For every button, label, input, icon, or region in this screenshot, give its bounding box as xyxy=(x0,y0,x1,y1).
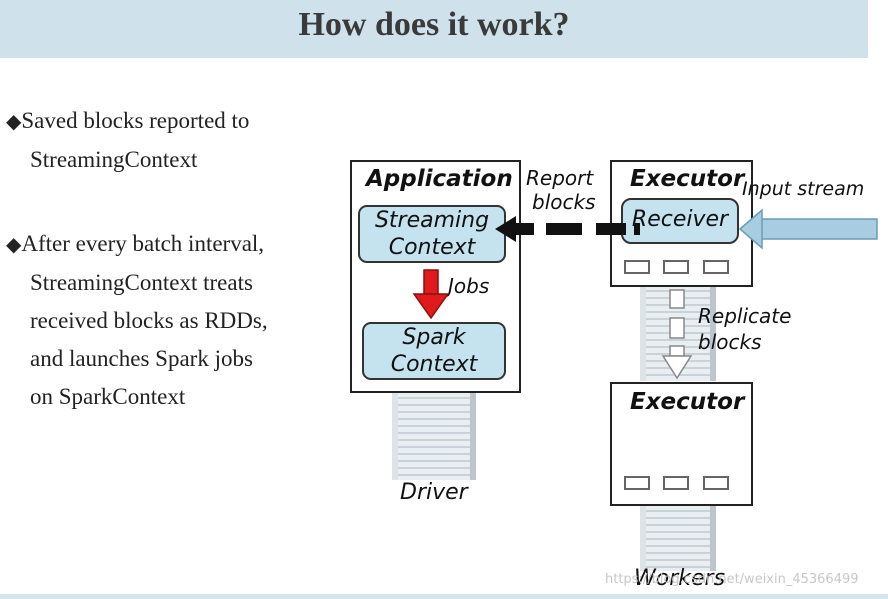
bullet-2-line-2: StreamingContext treats xyxy=(30,270,253,295)
workers-label: Workers xyxy=(634,566,726,591)
title-bar xyxy=(0,0,868,58)
block-slot xyxy=(624,260,650,274)
report-blocks-label-1: Report xyxy=(526,166,594,190)
watermark: https://blog.csdn.net/weixin_45366499 xyxy=(605,572,859,587)
block-slot xyxy=(703,476,729,490)
diamond-bullet-icon: ◆ xyxy=(6,111,22,133)
diamond-bullet-icon: ◆ xyxy=(6,234,22,256)
report-blocks-arrow xyxy=(495,216,640,242)
block-slot xyxy=(703,260,729,274)
driver-label: Driver xyxy=(400,480,468,505)
application-title: Application xyxy=(366,166,513,192)
input-stream-arrow xyxy=(738,208,878,250)
bullet-1-line-2: StreamingContext xyxy=(30,147,198,172)
replicate-blocks-arrow xyxy=(661,289,693,380)
bullet-2-line-3: received blocks as RDDs, xyxy=(30,308,268,333)
streaming-context-line-1: Streaming xyxy=(374,208,490,233)
executor-top-title: Executor xyxy=(630,166,745,192)
spark-context-line-2: Context xyxy=(390,352,478,377)
block-slot xyxy=(663,260,689,274)
spark-context-box: Spark Context xyxy=(362,322,506,380)
spark-context-line-1: Spark xyxy=(402,325,466,350)
streaming-context-box: Streaming Context xyxy=(358,205,506,263)
block-slot xyxy=(663,476,689,490)
executor-bottom-title: Executor xyxy=(630,389,745,415)
jobs-label: Jobs xyxy=(448,274,490,298)
bottom-border xyxy=(0,594,888,599)
report-blocks-label-2: blocks xyxy=(532,190,596,214)
bullet-2: ◆After every batch interval, StreamingCo… xyxy=(6,225,268,416)
receiver-box: Receiver xyxy=(621,198,739,244)
slide-title: How does it work? xyxy=(298,6,570,43)
replicate-blocks-label-2: blocks xyxy=(698,330,762,354)
bullet-1: ◆Saved blocks reported to StreamingConte… xyxy=(6,102,249,179)
jobs-arrow xyxy=(412,269,450,320)
bullet-2-line-5: on SparkContext xyxy=(30,384,186,409)
bullet-1-line-1: Saved blocks reported to xyxy=(21,108,250,133)
driver-server-icon xyxy=(392,392,476,480)
streaming-context-line-2: Context xyxy=(388,235,476,260)
bullet-2-line-4: and launches Spark jobs xyxy=(30,346,253,371)
replicate-blocks-label-1: Replicate xyxy=(698,304,792,328)
worker-server-icon-2 xyxy=(640,505,716,571)
bullet-2-line-1: After every batch interval, xyxy=(21,231,265,256)
block-slot xyxy=(624,476,650,490)
receiver-label: Receiver xyxy=(631,207,729,232)
input-stream-label: Input stream xyxy=(742,178,865,200)
